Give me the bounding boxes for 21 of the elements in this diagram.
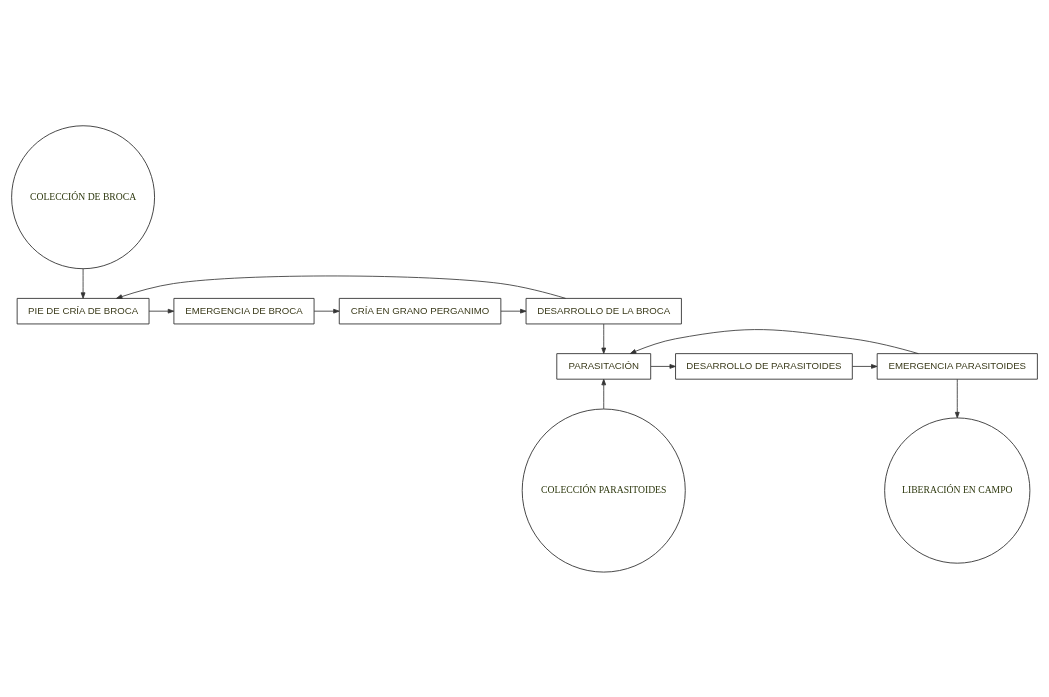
arrow (80, 267, 86, 299)
arrow (500, 308, 527, 313)
node-box: DESARROLLO DE PARASITOIDES (675, 352, 853, 380)
node-box: PIE DE CRÍA DE BROCA (16, 297, 150, 324)
arrow (852, 363, 878, 369)
arrow (313, 308, 340, 313)
arrow (601, 323, 607, 354)
arrow (650, 363, 676, 369)
arrow (148, 308, 175, 313)
arrow (629, 328, 919, 354)
arrow (601, 378, 607, 409)
node-box: EMERGENCIA DE BROCA (173, 297, 315, 324)
node-box: CRÍA EN GRANO PERGANIMO (338, 297, 502, 324)
node-box: DESARROLLO DE LA BROCA (525, 297, 682, 324)
arrow (116, 275, 567, 299)
node-circle: COLECCIÓN PARASITOIDES (521, 408, 686, 573)
node-circle: COLECCIÓN DE BROCA (11, 124, 155, 269)
node-box: EMERGENCIA PARASITOIDES (876, 352, 1038, 380)
arrow (954, 378, 960, 418)
node-circle: LIBERACIÓN EN CAMPO (884, 417, 1031, 564)
node-box: PARASITACIÓN (556, 352, 652, 380)
